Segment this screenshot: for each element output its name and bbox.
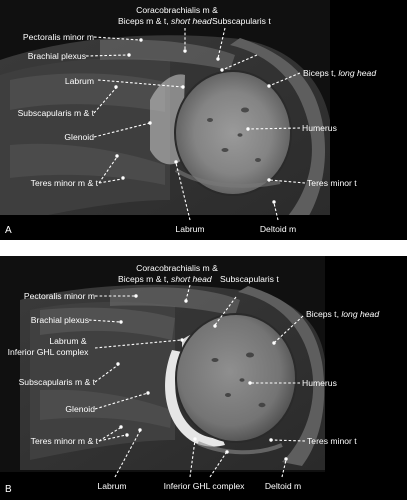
- label-labrum-lower: Labrum: [97, 481, 126, 491]
- label-brachial-plexus: Brachial plexus: [31, 315, 89, 325]
- label-pectoralis-minor: Pectoralis minor m: [23, 32, 94, 42]
- label-subscapularis-muscle: Subscapularis m & t: [19, 377, 96, 387]
- panel-a-leaders: [85, 27, 306, 221]
- panel-a: Coracobrachialis m & Biceps m & t, short…: [0, 0, 407, 240]
- label-humerus: Humerus: [302, 123, 337, 133]
- label-teres-minor-muscle: Teres minor m & t: [31, 178, 99, 188]
- panel-b-labels: Coracobrachialis m & Biceps m & t, short…: [5, 263, 379, 495]
- label-subscapularis-tendon: Subscapularis t: [212, 16, 271, 26]
- label-coracobrachialis-line1: Coracobrachialis m &: [136, 5, 218, 15]
- label-deltoid: Deltoid m: [260, 224, 296, 234]
- label-coracobrachialis-line2: Biceps m & t, short head: [118, 274, 212, 284]
- label-pectoralis-minor: Pectoralis minor m: [24, 291, 95, 301]
- label-biceps-tendon: Biceps t, long head: [303, 68, 376, 78]
- label-teres-minor-tendon: Teres minor t: [307, 178, 357, 188]
- label-humerus: Humerus: [302, 378, 337, 388]
- panel-a-labels: Coracobrachialis m & Biceps m & t, short…: [5, 5, 376, 236]
- label-labrum-ghl-line2: Inferior GHL complex: [8, 347, 90, 357]
- label-glenoid: Glenoid: [64, 132, 94, 142]
- label-coracobrachialis-line1: Coracobrachialis m &: [136, 263, 218, 273]
- label-brachial-plexus: Brachial plexus: [28, 51, 86, 61]
- label-inferior-ghl: Inferior GHL complex: [164, 481, 246, 491]
- label-deltoid: Deltoid m: [265, 481, 301, 491]
- panel-letter-a: A: [5, 225, 12, 236]
- label-teres-minor-muscle: Teres minor m & t: [31, 436, 99, 446]
- panel-b-leaders: [88, 284, 306, 478]
- label-labrum-ghl-line1: Labrum &: [49, 336, 87, 346]
- label-biceps-tendon: Biceps t, long head: [306, 309, 379, 319]
- label-labrum-upper: Labrum: [65, 76, 94, 86]
- label-labrum-lower: Labrum: [175, 224, 204, 234]
- panel-a-anatomy-image: [0, 0, 407, 240]
- label-glenoid: Glenoid: [65, 404, 95, 414]
- label-subscapularis-muscle: Subscapularis m & t: [18, 108, 95, 118]
- label-subscapularis-tendon: Subscapularis t: [220, 274, 279, 284]
- label-teres-minor-tendon: Teres minor t: [307, 436, 357, 446]
- panel-b-anatomy-image: [0, 256, 407, 500]
- label-coracobrachialis-line2: Biceps m & t, short head: [118, 16, 212, 26]
- panel-b: Coracobrachialis m & Biceps m & t, short…: [0, 256, 407, 500]
- panel-letter-b: B: [5, 484, 12, 495]
